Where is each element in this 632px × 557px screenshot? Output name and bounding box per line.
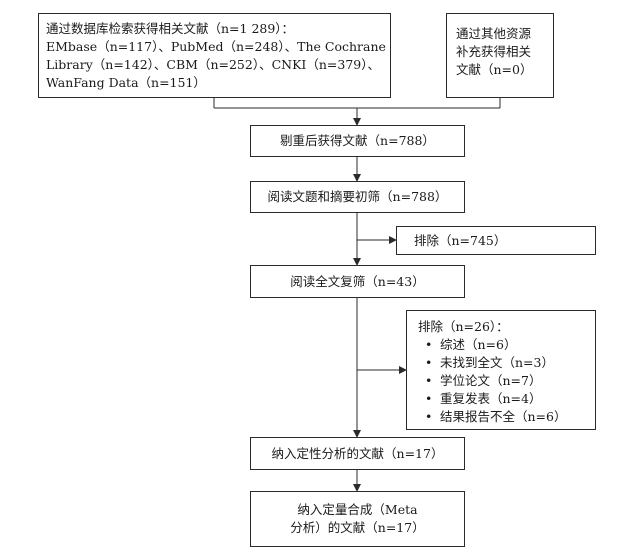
dedup-label: 剔重后获得文献（n=788） <box>280 133 435 148</box>
box-exclude-2: 排除（n=26）： 综述（n=6） 未找到全文（n=3） 学位论文（n=7） 重… <box>406 310 596 430</box>
exclusion-reason-item: 学位论文（n=7） <box>418 372 595 390</box>
exclusion-reason-item: 未找到全文（n=3） <box>418 354 595 372</box>
exclusion-reason-item: 结果报告不全（n=6） <box>418 408 595 426</box>
title-abstract-label: 阅读文题和摘要初筛（n=788） <box>267 189 448 204</box>
meta-line-1: 纳入定量合成（Meta <box>297 502 418 517</box>
box-title-abstract-screening: 阅读文题和摘要初筛（n=788） <box>250 181 465 213</box>
exclude-2-title: 排除（n=26）： <box>418 319 509 334</box>
box-other-sources: 通过其他资源 补充获得相关 文献（n=0） <box>446 13 554 98</box>
db-search-line-3: Library（n=142）、CBM（n=252）、CNKI（n=379）、 <box>46 57 380 72</box>
box-database-search: 通过数据库检索获得相关文献（n=1 289）： EMbase（n=117）、Pu… <box>38 13 391 98</box>
exclusion-reason-list: 综述（n=6） 未找到全文（n=3） 学位论文（n=7） 重复发表（n=4） 结… <box>418 336 595 426</box>
meta-line-2: 分析）的文献（n=17） <box>290 520 425 535</box>
box-qualitative-synthesis: 纳入定性分析的文献（n=17） <box>250 437 465 470</box>
box-dedup: 剔重后获得文献（n=788） <box>250 125 465 157</box>
exclusion-reason-item: 综述（n=6） <box>418 336 595 354</box>
box-meta-analysis: 纳入定量合成（Meta 分析）的文献（n=17） <box>250 491 465 547</box>
other-sources-line-2: 补充获得相关 <box>456 44 532 59</box>
db-search-line-1: 通过数据库检索获得相关文献（n=1 289）： <box>46 21 295 36</box>
qualitative-label: 纳入定性分析的文献（n=17） <box>271 445 444 461</box>
box-exclude-1: 排除（n=745） <box>396 226 596 255</box>
fulltext-label: 阅读全文复筛（n=43） <box>290 273 425 289</box>
exclusion-reason-item: 重复发表（n=4） <box>418 390 595 408</box>
db-search-line-4: WanFang Data（n=151） <box>46 75 206 90</box>
other-sources-line-1: 通过其他资源 <box>456 26 532 41</box>
exclude-1-label: 排除（n=745） <box>414 233 507 248</box>
other-sources-line-3: 文献（n=0） <box>456 62 533 77</box>
box-fulltext-screening: 阅读全文复筛（n=43） <box>250 265 465 298</box>
db-search-line-2: EMbase（n=117）、PubMed（n=248）、The Cochrane <box>46 39 386 54</box>
